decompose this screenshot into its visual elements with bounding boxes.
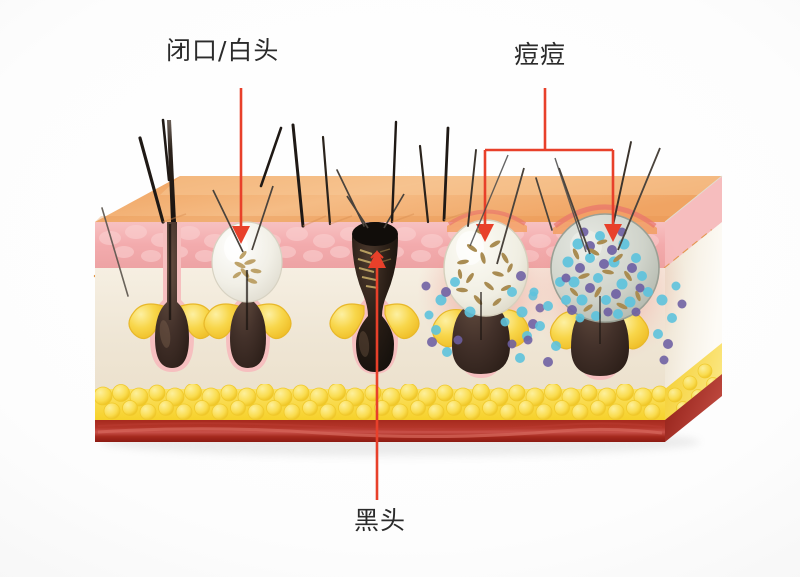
label-blackhead: 黑头 <box>354 506 407 535</box>
label-whitehead: 闭口/白头 <box>166 36 280 65</box>
hair-strands <box>101 118 632 297</box>
whitehead-comedo <box>203 185 292 372</box>
block-edges <box>664 175 723 223</box>
leader-lines <box>469 154 587 253</box>
pointer-blackhead <box>368 250 386 500</box>
subcutaneous-fat-layer <box>95 343 722 422</box>
leaking-immune-cells <box>523 281 687 367</box>
sebaceous-gland-pair <box>329 303 420 340</box>
keratin-striations <box>357 249 379 289</box>
label-acne: 痘痘 <box>514 40 567 69</box>
black-plug <box>352 222 398 372</box>
blackhead-comedo <box>329 193 420 374</box>
fat-globules <box>95 384 669 421</box>
follicle-bulb <box>155 222 189 368</box>
pointer-acne-bracket <box>476 88 622 242</box>
hair-shaft <box>167 120 176 222</box>
pointer-whitehead <box>232 88 250 244</box>
muscle-base-layer <box>95 374 722 442</box>
inflamed-papule <box>417 167 557 378</box>
inflamed-pustule-cyst <box>523 147 687 380</box>
